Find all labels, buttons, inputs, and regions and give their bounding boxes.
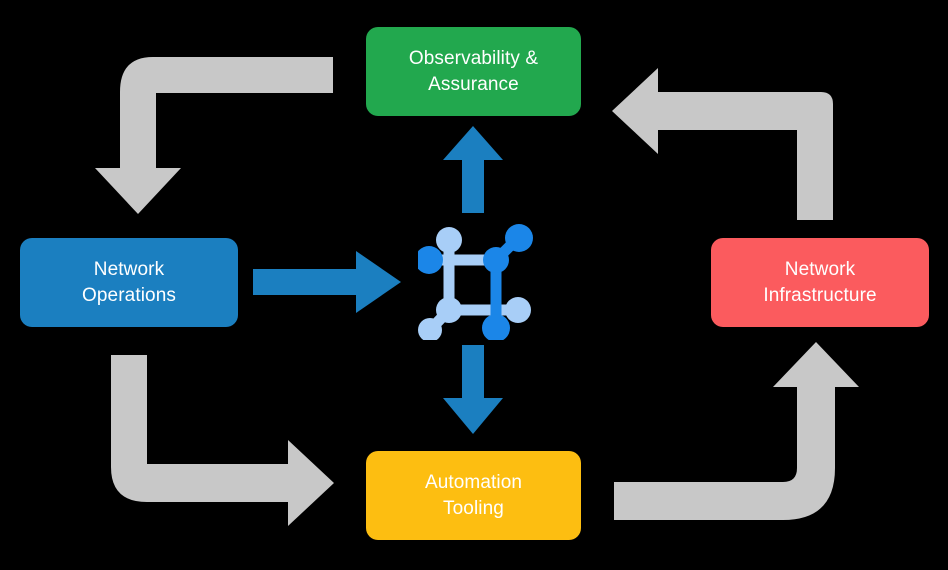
node-network-operations[interactable]: Network Operations xyxy=(20,238,238,327)
arrow-hub-to-observability xyxy=(443,126,503,213)
topology-node-light-center xyxy=(436,297,462,323)
arrow-observability-to-network-operations xyxy=(95,57,333,214)
node-observability-and-assurance[interactable]: Observability & Assurance xyxy=(366,27,581,116)
topology-node-light-right xyxy=(505,297,531,323)
node-network-infrastructure[interactable]: Network Infrastructure xyxy=(711,238,929,327)
arrow-network-operations-to-hub xyxy=(253,251,401,313)
topology-node-light-top xyxy=(436,227,462,253)
topology-node-dark-bottom xyxy=(482,314,510,340)
arrow-network-operations-to-automation-tooling xyxy=(111,355,334,526)
arrow-hub-to-automation-tooling xyxy=(443,345,503,434)
arrow-network-infrastructure-to-observability xyxy=(612,68,833,220)
topology-node-dark-hub xyxy=(483,247,509,273)
topology-node-dark-top-right xyxy=(505,224,533,252)
network-topology-icon xyxy=(418,224,533,340)
node-automation-tooling[interactable]: Automation Tooling xyxy=(366,451,581,540)
arrow-automation-tooling-to-network-infrastructure xyxy=(614,342,859,520)
topology-node-light-bottom-left xyxy=(418,318,442,340)
topology-node-dark-left xyxy=(418,246,443,274)
